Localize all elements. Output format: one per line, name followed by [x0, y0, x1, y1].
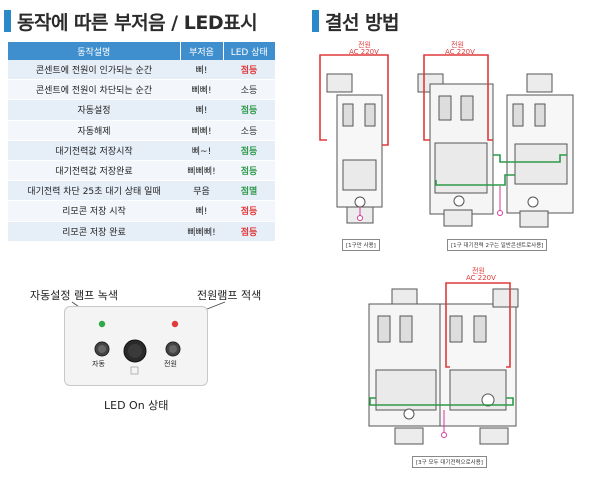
red-led-icon	[171, 320, 179, 328]
row-led: 점등	[223, 221, 275, 242]
diagram1-voltage-label: AC 220V	[349, 48, 379, 56]
row-buzzer: 삐삐!	[180, 79, 223, 101]
table-row: 자동해제 삐삐! 소등	[8, 120, 275, 141]
diagram2-power-label: 전원	[451, 41, 464, 49]
header-buzzer: 부저음	[180, 42, 224, 60]
table-row: 리모콘 저장 완료 삐삐삐! 점등	[8, 221, 275, 242]
row-buzzer: 무음	[180, 180, 223, 202]
table-row: 자동설정 삐! 점등	[8, 99, 275, 121]
table-row: 대기전력값 저장시작 삐~! 점등	[8, 140, 275, 161]
row-action: 대기전력값 저장시작	[8, 140, 180, 161]
table-row: 콘센트에 전원이 차단되는 순간 삐삐! 소등	[8, 79, 275, 101]
diagram1-power-label: 전원	[358, 41, 371, 49]
green-led-icon	[98, 320, 106, 328]
red-lamp-label: 전원램프 적색	[197, 289, 262, 302]
row-action: 콘센트에 전원이 차단되는 순간	[8, 79, 180, 101]
row-led: 소등	[223, 79, 275, 101]
section-marker	[4, 10, 11, 32]
section-marker	[312, 10, 319, 32]
left-section-title: 동작에 따른 부저음 / LED표시	[17, 12, 258, 34]
row-led: 점등	[223, 200, 275, 222]
auto-button-label: 자동	[92, 360, 105, 368]
row-buzzer: 삐삐삐!	[180, 221, 223, 242]
row-action: 대기전력 차단 25초 대기 상태 일때	[8, 180, 180, 202]
diagram2-caption: [1구 대기전력 2구는 일반콘센트로사용]	[447, 239, 548, 251]
diagram3-voltage-label: AC 220V	[466, 274, 496, 282]
row-led: 소등	[223, 120, 275, 141]
row-buzzer: 삐!	[180, 60, 223, 81]
header-led: LED 상태	[223, 42, 275, 60]
diagram2-voltage-label: AC 220V	[445, 48, 475, 56]
diagram1-caption: [1구만 사용]	[342, 239, 380, 251]
row-action: 리모콘 저장 시작	[8, 200, 180, 222]
power-button-label: 전원	[164, 360, 177, 368]
green-lamp-label: 자동설정 램프 녹색	[30, 289, 118, 302]
row-buzzer: 삐!	[180, 99, 223, 121]
diagram3-caption: [3구 모두 대기전력으로사용]	[412, 456, 487, 468]
row-action: 콘센트에 전원이 인가되는 순간	[8, 60, 180, 81]
row-action: 리모콘 저장 완료	[8, 221, 180, 242]
row-led: 점멸	[223, 180, 275, 202]
row-buzzer: 삐삐!	[180, 120, 223, 141]
diagram3-power-label: 전원	[472, 267, 485, 275]
row-led: 점등	[223, 160, 275, 182]
table-header-row: 동작설명 부저음 LED 상태	[8, 42, 275, 60]
row-led: 점등	[223, 140, 275, 161]
table-row: 리모콘 저장 시작 삐! 점등	[8, 200, 275, 222]
buzzer-led-table: 동작설명 부저음 LED 상태 콘센트에 전원이 인가되는 순간 삐! 점등 콘…	[8, 42, 275, 242]
row-buzzer: 삐!	[180, 200, 223, 222]
row-action: 자동설정	[8, 99, 180, 121]
outlet-3	[506, 73, 574, 228]
table-row: 대기전력값 저장완료 삐삐삐! 점등	[8, 160, 275, 182]
right-section-title: 결선 방법	[325, 12, 400, 34]
row-action: 자동해제	[8, 120, 180, 141]
outlet-2	[417, 73, 494, 227]
row-buzzer: 삐삐삐!	[180, 160, 223, 182]
row-buzzer: 삐~!	[180, 140, 223, 161]
table-row: 대기전력 차단 25초 대기 상태 일때 무음 점멸	[8, 180, 275, 202]
remote-switch-panel: 자동 전원	[64, 306, 208, 386]
row-led: 점등	[223, 99, 275, 121]
header-action: 동작설명	[8, 42, 181, 60]
row-action: 대기전력값 저장완료	[8, 160, 180, 182]
row-led: 점등	[223, 60, 275, 81]
outlet-1	[326, 73, 383, 224]
table-row: 콘센트에 전원이 인가되는 순간 삐! 점등	[8, 60, 275, 81]
lamp-caption: LED On 상태	[104, 399, 169, 412]
